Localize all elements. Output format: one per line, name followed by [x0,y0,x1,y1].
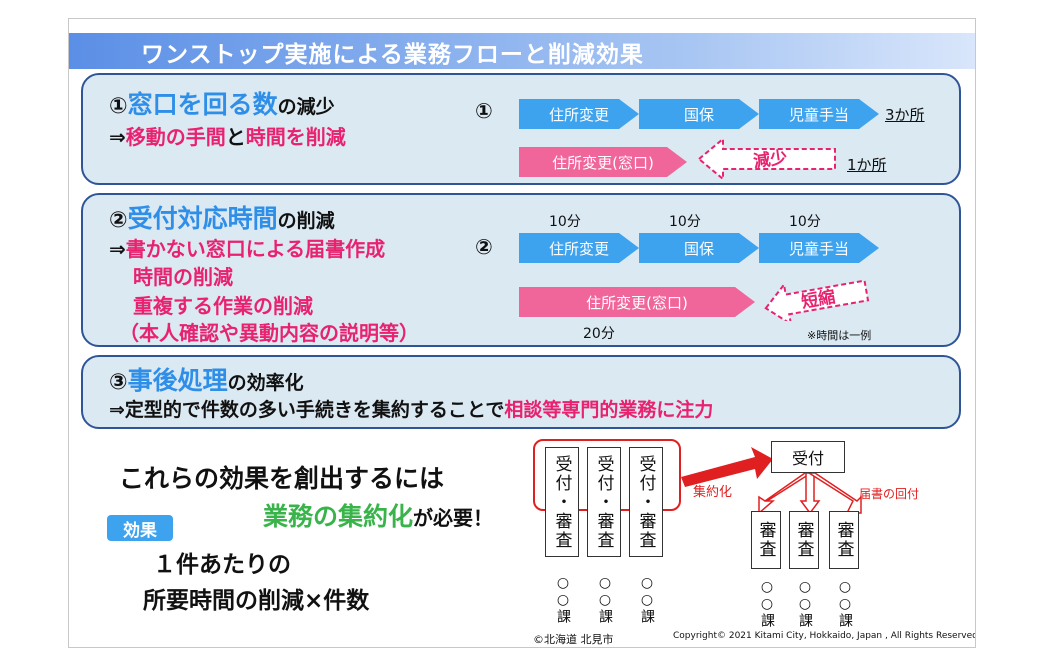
panel-reduce-time: ②受付対応時間の削減 ⇒書かない窓口による届書作成 時間の削減 重複する作業の削… [81,193,961,347]
route-arrows-icon [758,473,862,515]
panel-reduce-windows: ①窓口を回る数の減少 ⇒移動の手間と時間を削減 ① 住所変更 国保 児童手当 3… [81,73,961,185]
window-arrow: 住所変更(窓口) [519,147,687,177]
effect-intro: これらの効果を創出するには [119,464,445,493]
route-label: 届書の回付 [859,487,920,501]
panel3-heading-blue: 事後処理 [127,366,228,395]
panel3-line2: ⇒定型的で件数の多い手続きを集約することで相談等専門的業務に注力 [109,399,714,421]
panel2-heading: ②受付対応時間の削減 [109,204,335,233]
time-child: 10分 [789,214,821,230]
time-address: 10分 [549,214,581,230]
steps-count: 3か所 [885,106,925,124]
panel2-diagram-number: ② [475,235,493,259]
window-count: 1か所 [847,156,887,174]
dept-label-3: ○○課 [639,575,655,624]
panel2-line5: （本人確認や異動内容の説明等） [119,321,419,345]
dept-label-2: ○○課 [597,575,613,624]
effect-line4: 所要時間の削減×件数 [143,588,370,614]
slide: ワンストップ実施による業務フローと削減効果 ①窓口を回る数の減少 ⇒移動の手間と… [68,18,976,648]
panel3-heading: ③事後処理の効率化 [109,366,304,395]
page-title: ワンストップ実施による業務フローと削減効果 [141,42,644,68]
aggregate-label: 集約化 [693,485,733,500]
panel-post-processing: ③事後処理の効率化 ⇒定型的で件数の多い手続きを集約することで相談等専門的業務に… [81,355,961,429]
consolidation-label: 業務の集約化 [263,502,414,531]
panel1-line2: ⇒移動の手間と時間を削減 [109,125,346,149]
panel1-heading: ①窓口を回る数の減少 [109,90,335,119]
dept-label-after-1: ○○課 [759,579,775,628]
window-time: 20分 [583,326,615,342]
panel2-line4: 重複する作業の削減 [133,294,313,318]
reduce-arrow-icon [697,136,836,181]
window-arrow-2: 住所変更(窓口) [519,287,755,317]
time-note: ※時間は一例 [807,329,872,342]
effect-badge: 効果 [107,515,173,541]
shorten-arrow-icon [764,279,870,321]
title-bar: ワンストップ実施による業務フローと削減効果 [69,33,975,69]
time-insurance: 10分 [669,214,701,230]
step-arrow-insurance-2: 国保 [639,233,759,263]
step-arrow-address: 住所変更 [519,99,639,129]
panel2-heading-blue: 受付対応時間 [127,204,278,233]
panel2-line2: ⇒書かない窓口による届書作成 [109,237,386,261]
dept-label-1: ○○課 [555,575,571,624]
step-arrow-insurance: 国保 [639,99,759,129]
review-box-1: 審査 [751,511,781,569]
before-box-1: 受付・審査 [545,447,579,557]
panel1-heading-blue: 窓口を回る数 [127,90,278,119]
dept-label-after-3: ○○課 [837,579,853,628]
step-arrow-address-2: 住所変更 [519,233,639,263]
dept-label-after-2: ○○課 [797,579,813,628]
effect-need: 業務の集約化が必要！ [263,502,494,531]
before-box-3: 受付・審査 [629,447,663,557]
reception-box: 受付 [771,441,845,473]
review-box-2: 審査 [789,511,819,569]
aggregate-arrow-icon [681,447,773,487]
panel1-diagram-number: ① [475,99,493,123]
step-arrow-child: 児童手当 [759,99,879,129]
review-box-3: 審査 [829,511,859,569]
footer-copyright: Copyright© 2021 Kitami City, Hokkaido, J… [673,631,976,641]
effect-line3: １件あたりの [153,552,291,578]
step-arrow-child-2: 児童手当 [759,233,879,263]
panel2-line3: 時間の削減 [133,265,233,289]
footer-city: ©北海道 北見市 [533,633,614,646]
reduce-label: 減少 [752,147,789,173]
before-box-2: 受付・審査 [587,447,621,557]
